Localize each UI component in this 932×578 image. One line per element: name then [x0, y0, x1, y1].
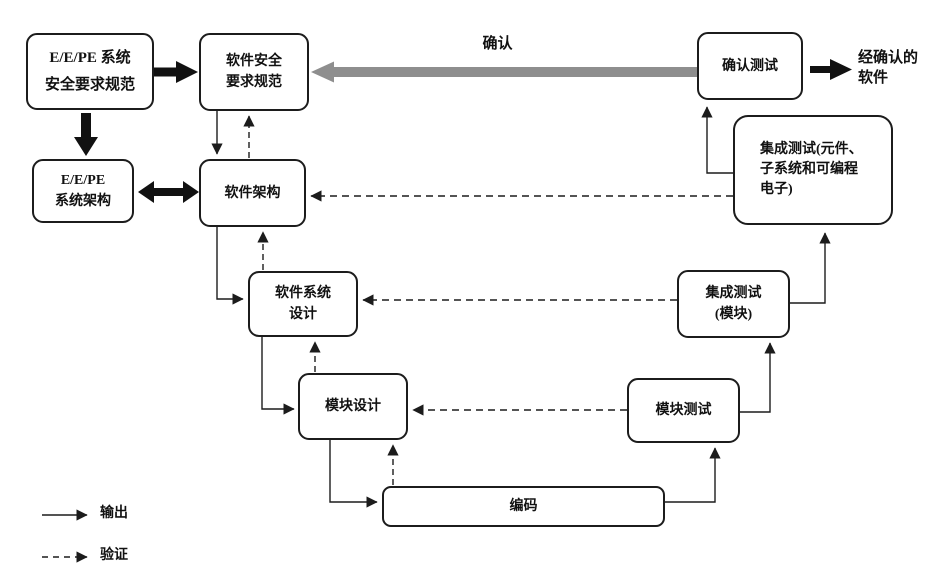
arrow-integration-test-pe-to-validation-test [701, 106, 733, 174]
thick-double-arrow-eepe-arch-sw-arch-icon [138, 181, 199, 203]
thick-arrow-validation-test-to-validated-software-icon [810, 59, 852, 80]
node-coding: 编码 [382, 486, 665, 527]
node-label: (模块) [714, 307, 753, 322]
node-label: 软件安全 [226, 54, 282, 69]
node-label: E/E/PE 系统 [49, 49, 131, 66]
node-module-testing: 模块测试 [627, 378, 740, 443]
node-integration-testing-module: 集成测试 (模块) [677, 270, 790, 338]
node-label: 设计 [289, 307, 317, 322]
node-eepe-safety-requirements-spec: E/E/PE 系统 安全要求规范 [26, 33, 154, 110]
validated-software-line: 软件 [858, 70, 889, 87]
node-label: 系统架构 [55, 194, 111, 209]
node-label: 确认测试 [722, 58, 778, 74]
node-label: 模块设计 [325, 399, 381, 414]
arrow-module-design-to-coding [329, 440, 378, 508]
node-validation-testing: 确认测试 [697, 32, 803, 100]
node-software-architecture: 软件架构 [199, 159, 306, 227]
arrow-sw-sys-design-to-module-design [261, 337, 295, 415]
legend-output-label: 输出 [100, 506, 128, 521]
node-label: 软件系统 [275, 286, 331, 301]
node-module-design: 模块设计 [298, 373, 408, 440]
node-label: E/E/PE [60, 173, 106, 188]
arrow-integration-test-module-to-integration-test-pe [790, 232, 831, 304]
node-label: 电子) [760, 182, 793, 198]
node-software-system-design: 软件系统 设计 [248, 271, 358, 337]
node-label: 模块测试 [655, 403, 712, 418]
validation-arrow-icon [311, 61, 698, 83]
node-integration-testing-programmable-electronics: 集成测试(元件、 子系统和可编程 电子) [733, 115, 893, 225]
node-eepe-system-architecture: E/E/PE 系统架构 [32, 159, 134, 223]
node-label: 集成测试 [705, 286, 762, 301]
node-label: 要求规范 [226, 75, 282, 90]
thick-arrow-eepe-srs-to-eepe-arch-icon [74, 113, 98, 156]
node-software-safety-requirements-spec: 软件安全 要求规范 [199, 33, 309, 111]
node-label: 编码 [509, 499, 538, 514]
validated-software-line: 经确认的 [858, 50, 919, 66]
node-label: 子系统和可编程 [760, 161, 858, 177]
legend-verification-label: 验证 [100, 548, 128, 563]
validated-software-text: 经确认的 软件 [858, 48, 918, 89]
arrow-module-test-to-integration-test-module [740, 342, 776, 413]
validation-arrow-label: 确认 [482, 36, 513, 52]
arrow-sw-arch-to-sw-sys-design [216, 227, 244, 305]
thick-arrow-eepe-srs-to-sw-srs-icon [154, 61, 198, 83]
arrow-coding-to-module-test [665, 447, 721, 503]
node-label: 安全要求规范 [44, 76, 135, 93]
node-label: 软件架构 [224, 185, 281, 201]
node-label: 集成测试(元件、 [760, 141, 863, 157]
